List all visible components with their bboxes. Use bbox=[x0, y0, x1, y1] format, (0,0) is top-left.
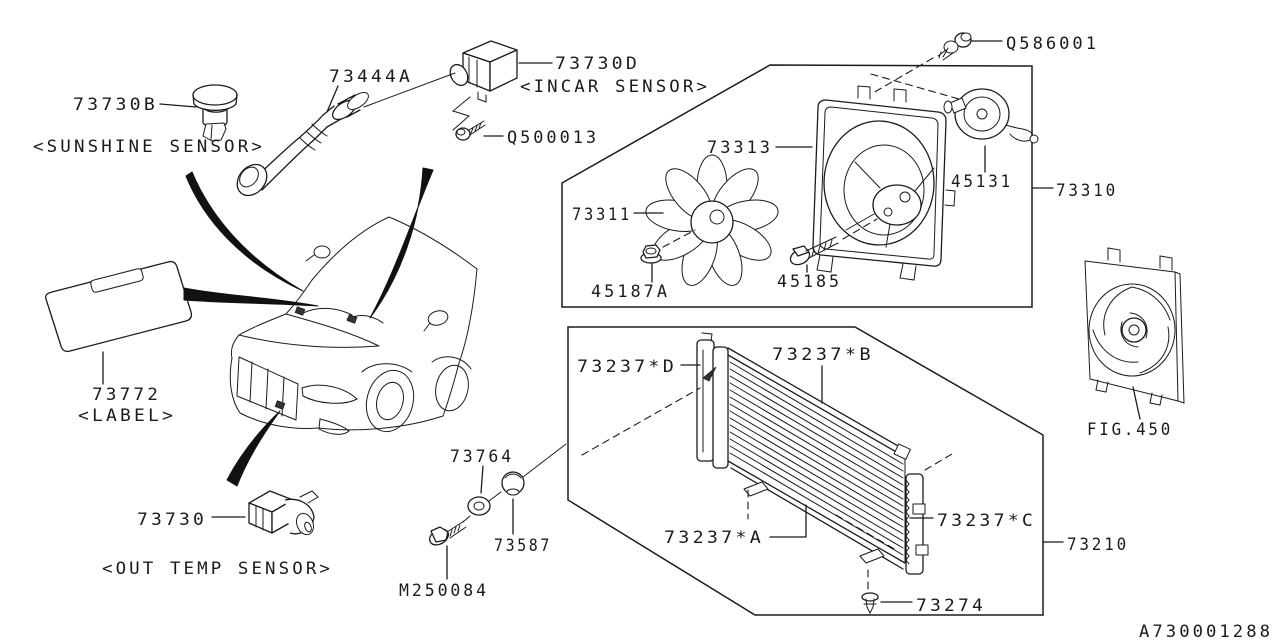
part-label-73237A: 73237*A bbox=[664, 528, 764, 548]
motor-projection-dash bbox=[870, 73, 1009, 114]
washer-leader bbox=[480, 465, 484, 494]
duct-to-sensor-line bbox=[363, 72, 456, 108]
part-label-45131: 45131 bbox=[951, 172, 1013, 192]
part-label-Q500013: Q500013 bbox=[507, 128, 599, 148]
part-label-73764: 73764 bbox=[450, 447, 514, 467]
fan-shroud-drawing bbox=[812, 85, 956, 281]
part-label-73237B: 73237*B bbox=[772, 345, 874, 365]
part-label-45187A: 45187A bbox=[591, 282, 670, 302]
duct-drawing bbox=[236, 92, 369, 197]
condenser-drawing bbox=[696, 332, 929, 575]
part-label-73772: 73772 bbox=[92, 385, 161, 405]
sensor-bolt-drawing bbox=[429, 520, 467, 546]
part-label-73444A: 73444A bbox=[329, 67, 413, 87]
duct-leader bbox=[326, 85, 339, 113]
clip-drawing bbox=[861, 592, 879, 615]
caption-out-temp-sensor: <OUT TEMP SENSOR> bbox=[102, 559, 333, 579]
bracket-a-leader bbox=[769, 504, 807, 538]
part-label-73237C: 73237*C bbox=[937, 511, 1036, 531]
fig-450-fan-drawing bbox=[1084, 247, 1185, 406]
caption-sunshine-sensor: <SUNSHINE SENSOR> bbox=[33, 137, 265, 157]
shroud-screw-dash bbox=[872, 57, 934, 94]
grommet-drawing bbox=[501, 471, 525, 496]
out-temp-sensor-drawing bbox=[248, 490, 319, 536]
part-label-73237D: 73237*D bbox=[577, 357, 677, 377]
caution-label-drawing bbox=[44, 260, 193, 353]
part-label-73313: 73313 bbox=[707, 138, 773, 158]
sensor-screw-zigzag bbox=[451, 96, 471, 131]
incar-sensor-drawing bbox=[449, 40, 518, 103]
part-label-73310: 73310 bbox=[1056, 181, 1118, 201]
diagram-id: A730001288 bbox=[1139, 622, 1273, 640]
locator-swooshes bbox=[183, 167, 434, 487]
part-label-73587: 73587 bbox=[494, 536, 552, 556]
part-label-45185: 45185 bbox=[777, 272, 842, 292]
bracket-c-dash bbox=[924, 453, 953, 471]
part-label-73730: 73730 bbox=[137, 510, 207, 530]
fan-motor-drawing bbox=[943, 88, 1039, 144]
washer-drawing bbox=[467, 496, 491, 516]
fan-assembly-box bbox=[561, 64, 1033, 308]
motor-bolt-dash bbox=[842, 218, 878, 240]
fig-450-leader bbox=[1132, 386, 1141, 420]
fastener-axis-line bbox=[462, 443, 567, 523]
sunshine-sensor-drawing bbox=[192, 84, 238, 142]
condenser-assembly-box bbox=[567, 326, 1044, 616]
bracket-d-dash bbox=[581, 387, 701, 456]
fan-nut-dash bbox=[662, 229, 696, 248]
caption-label: <LABEL> bbox=[78, 406, 176, 426]
part-label-73274: 73274 bbox=[916, 596, 986, 616]
part-label-73210: 73210 bbox=[1067, 535, 1129, 555]
incar-screw-drawing bbox=[455, 120, 486, 141]
caption-incar-sensor: <INCAR SENSOR> bbox=[520, 77, 710, 97]
hidden-edge-dash bbox=[835, 514, 897, 551]
motor-bolt-drawing bbox=[789, 236, 839, 266]
part-label-Q586001: Q586001 bbox=[1006, 34, 1099, 54]
car-sketch bbox=[229, 216, 478, 435]
part-label-73730B: 73730B bbox=[73, 95, 158, 115]
part-label-73730D: 73730D bbox=[555, 54, 640, 74]
part-label-M250084: M250084 bbox=[399, 581, 489, 601]
sunshine-sensor-leader bbox=[159, 103, 197, 108]
fan-nut-drawing bbox=[640, 244, 662, 264]
part-label-73311: 73311 bbox=[572, 205, 632, 225]
shroud-screw-drawing bbox=[937, 32, 972, 61]
fig-450-reference: FIG.450 bbox=[1087, 420, 1173, 440]
